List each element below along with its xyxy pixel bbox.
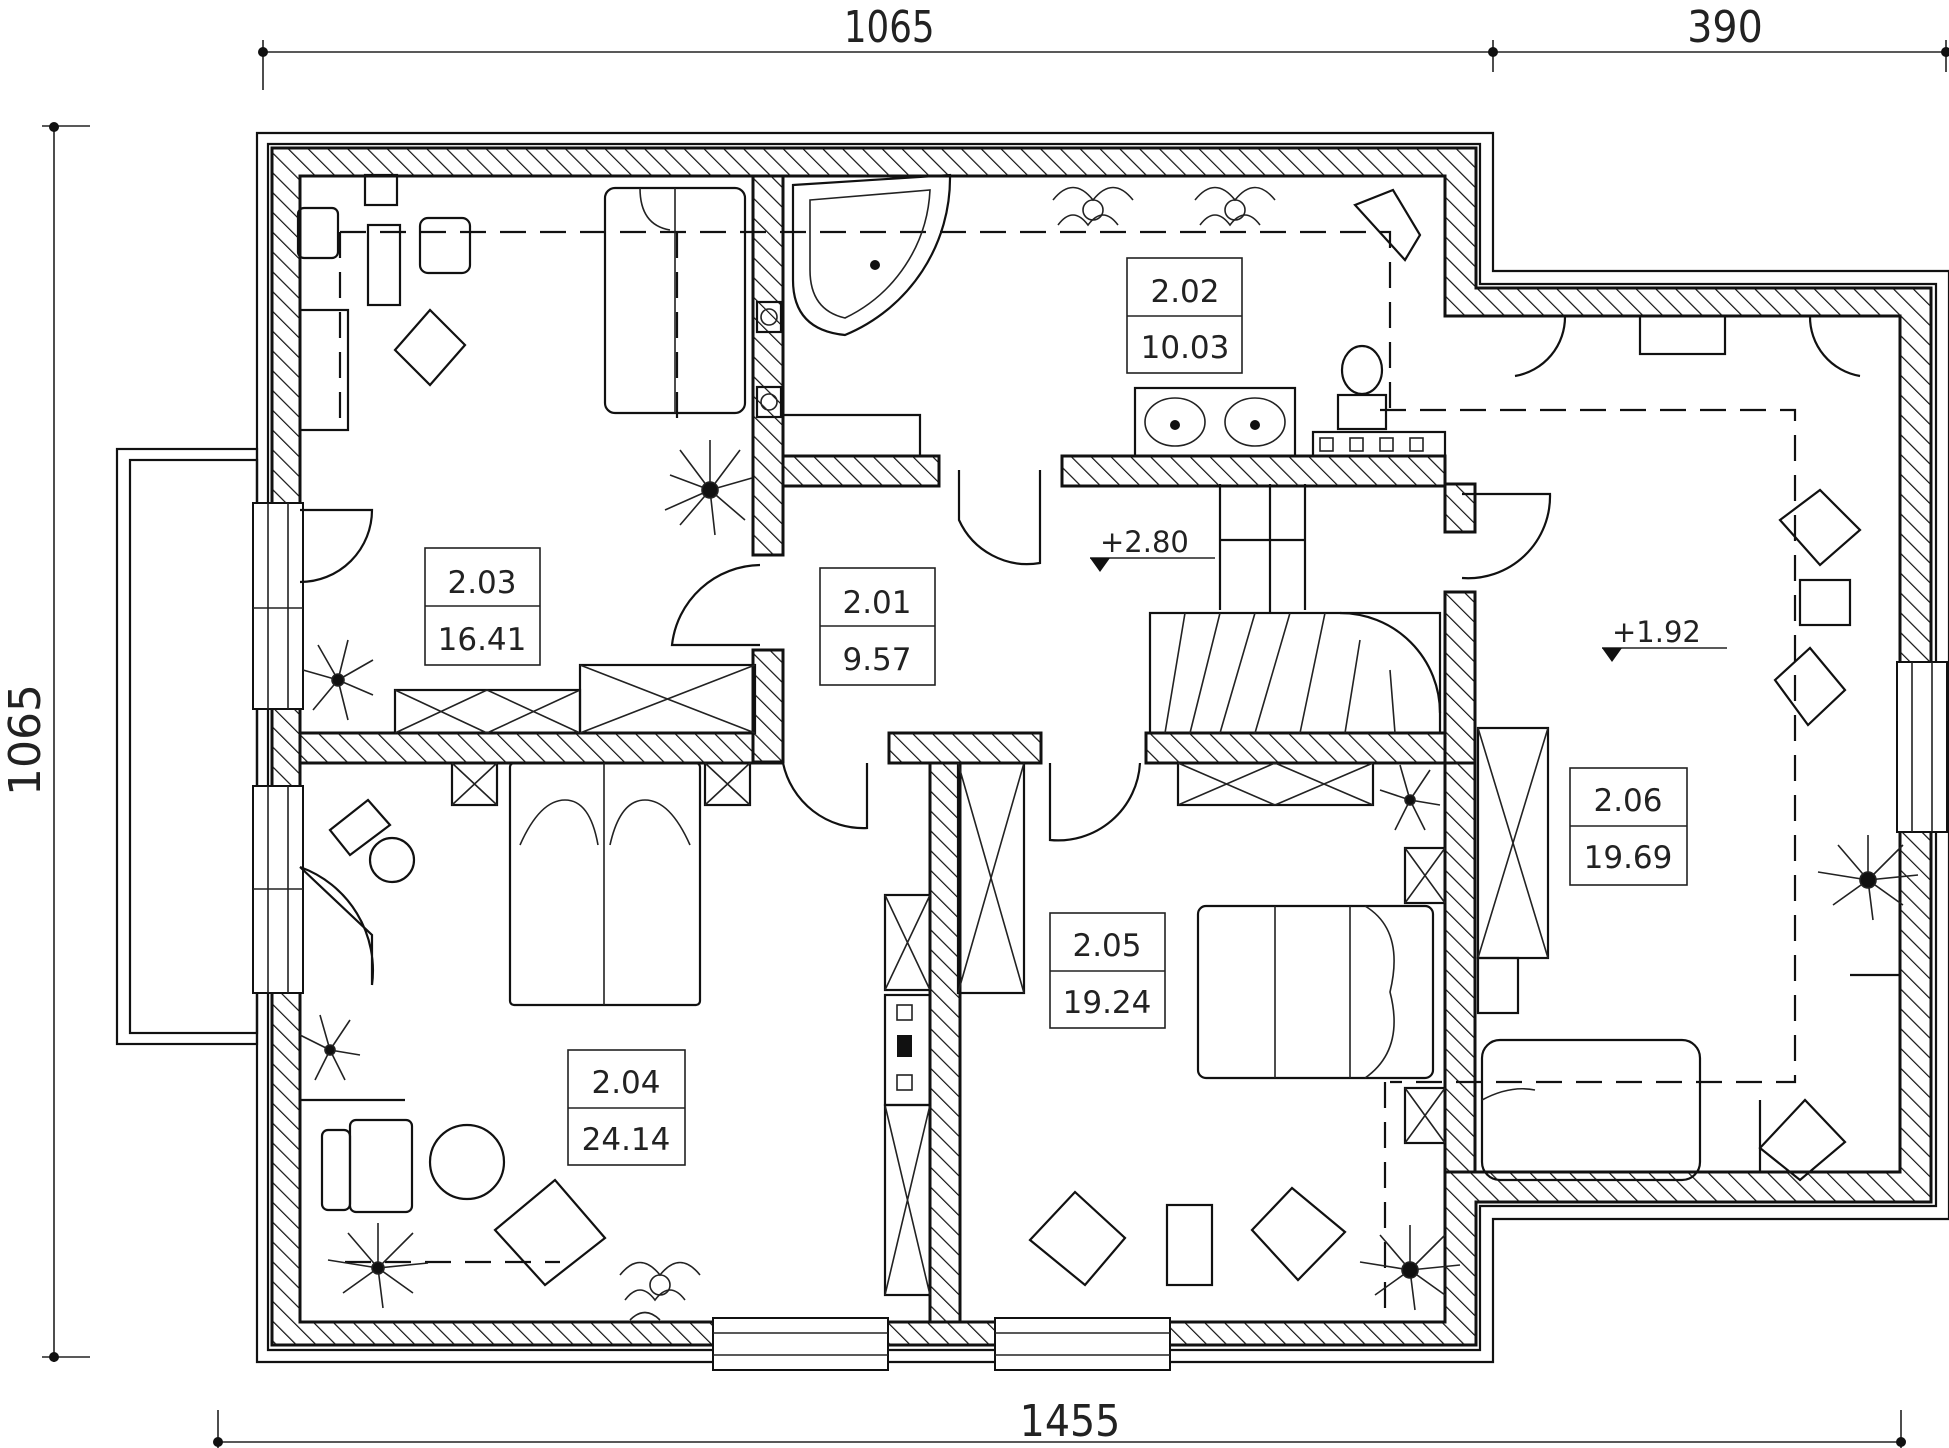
- room-area: 19.69: [1584, 840, 1673, 876]
- room-label-2-04: 2.04 24.14: [567, 1049, 686, 1166]
- dimension-left: 1065: [0, 122, 90, 1362]
- doors: [299, 315, 1861, 986]
- room-area: 24.14: [582, 1122, 671, 1158]
- dimension-top: 1065 390: [258, 1, 1949, 90]
- windows: [252, 502, 1948, 1371]
- dim-left: 1065: [0, 684, 51, 796]
- outer-outline: [255, 131, 1949, 1364]
- room-number: 2.03: [447, 565, 516, 601]
- furniture: [296, 173, 1902, 1297]
- room-number: 2.02: [1150, 274, 1219, 310]
- room-label-2-03: 2.03 16.41: [424, 547, 541, 666]
- room-number: 2.04: [591, 1065, 660, 1101]
- balcony: [115, 447, 259, 1046]
- level-marker-hall: +2.80: [1090, 525, 1215, 572]
- staircase: [1148, 484, 1442, 735]
- dimension-bottom: 1455: [213, 1396, 1906, 1448]
- room-label-2-01: 2.01 9.57: [819, 567, 936, 686]
- dim-top-left: 1065: [844, 1, 935, 53]
- plants: [299, 186, 1919, 1321]
- room-area: 10.03: [1141, 330, 1230, 366]
- walls: [270, 146, 1933, 1347]
- room-area: 16.41: [438, 622, 527, 658]
- room-number: 2.06: [1593, 783, 1662, 819]
- room-area: 19.24: [1063, 985, 1152, 1021]
- room-number: 2.01: [842, 585, 911, 621]
- level-text-east: +1.92: [1612, 615, 1701, 649]
- bathroom-fixtures: [755, 173, 1447, 458]
- dim-bottom: 1455: [1020, 1396, 1121, 1447]
- room-number: 2.05: [1072, 928, 1141, 964]
- room-label-2-06: 2.06 19.69: [1569, 767, 1688, 886]
- room-label-2-02: 2.02 10.03: [1126, 257, 1243, 374]
- level-marker-east: +1.92: [1602, 615, 1727, 662]
- level-text-hall: +2.80: [1100, 525, 1189, 559]
- room-label-2-05: 2.05 19.24: [1049, 912, 1166, 1029]
- room-area: 9.57: [842, 642, 911, 678]
- dim-top-right: 390: [1687, 2, 1763, 53]
